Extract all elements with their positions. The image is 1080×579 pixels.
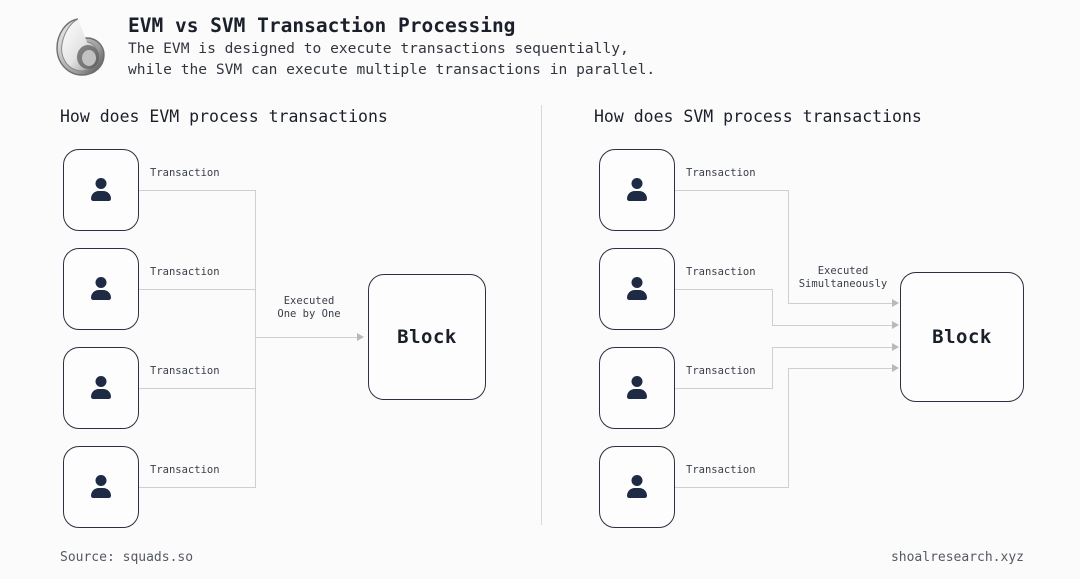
svm-connector-to-block-1	[788, 303, 894, 305]
svm-arrowhead-2	[892, 321, 899, 329]
svm-connector-to-block-2	[772, 325, 894, 327]
evm-edge-label: Executed One by One	[263, 295, 355, 321]
evm-connector-bus	[255, 190, 257, 488]
evm-transaction-label-2: Transaction	[150, 266, 220, 278]
svm-connector-v-4	[788, 368, 790, 488]
evm-user-card-2[interactable]	[63, 248, 139, 330]
page-title: EVM vs SVM Transaction Processing	[128, 14, 516, 37]
svm-connector-h-1	[675, 190, 789, 192]
subtitle-line-2: while the SVM can execute multiple trans…	[128, 61, 656, 78]
evm-column-heading: How does EVM process transactions	[60, 107, 388, 126]
svm-connector-h-4	[675, 487, 789, 489]
header: EVM vs SVM Transaction Processing The EV…	[48, 10, 1028, 90]
person-icon	[624, 474, 650, 500]
svm-transaction-label-1: Transaction	[686, 167, 756, 179]
svm-user-card-3[interactable]	[599, 347, 675, 429]
svm-arrowhead-1	[892, 299, 899, 307]
svm-connector-to-block-3	[772, 347, 894, 349]
person-icon	[88, 474, 114, 500]
person-icon	[624, 177, 650, 203]
svm-user-card-4[interactable]	[599, 446, 675, 528]
evm-transaction-label-4: Transaction	[150, 464, 220, 476]
evm-transaction-label-1: Transaction	[150, 167, 220, 179]
person-icon	[88, 375, 114, 401]
evm-block-box[interactable]: Block	[368, 274, 486, 400]
svm-edge-label-line-1: Executed	[817, 265, 869, 277]
evm-connector-h-4	[139, 487, 256, 489]
svm-transaction-label-4: Transaction	[686, 464, 756, 476]
evm-connector-h-2	[139, 289, 256, 291]
header-text: EVM vs SVM Transaction Processing The EV…	[128, 10, 655, 80]
svm-connector-to-block-4	[788, 368, 894, 370]
evm-user-card-1[interactable]	[63, 149, 139, 231]
svm-connector-h-2	[675, 289, 773, 291]
svm-user-card-1[interactable]	[599, 149, 675, 231]
person-icon	[624, 375, 650, 401]
svm-connector-v-2	[772, 289, 774, 325]
footer-site: shoalresearch.xyz	[890, 550, 1024, 565]
snail-shell-logo-icon	[48, 12, 110, 80]
svm-edge-label: Executed Simultaneously	[790, 265, 896, 291]
evm-user-card-4[interactable]	[63, 446, 139, 528]
evm-edge-label-line-1: Executed	[283, 295, 335, 307]
evm-edge-label-line-2: One by One	[277, 308, 341, 320]
svm-transaction-label-3: Transaction	[686, 365, 756, 377]
subtitle-line-1: The EVM is designed to execute transacti…	[128, 40, 629, 57]
svm-column-heading: How does SVM process transactions	[594, 107, 922, 126]
evm-user-card-3[interactable]	[63, 347, 139, 429]
svm-block-label: Block	[932, 326, 992, 348]
svm-block-box[interactable]: Block	[900, 272, 1024, 402]
person-icon	[88, 177, 114, 203]
person-icon	[624, 276, 650, 302]
evm-block-label: Block	[397, 326, 457, 348]
svm-arrowhead-4	[892, 364, 899, 372]
svm-connector-v-1	[788, 190, 790, 303]
svm-connector-h-3	[675, 388, 773, 390]
evm-connector-h-3	[139, 388, 256, 390]
evm-transaction-label-3: Transaction	[150, 365, 220, 377]
svm-transaction-label-2: Transaction	[686, 266, 756, 278]
evm-connector-to-block	[255, 337, 359, 339]
person-icon	[88, 276, 114, 302]
column-divider	[541, 105, 542, 525]
svm-connector-v-3	[772, 347, 774, 389]
svm-arrowhead-3	[892, 343, 899, 351]
evm-connector-h-1	[139, 190, 256, 192]
footer-source: Source: squads.so	[60, 550, 194, 565]
svm-edge-label-line-2: Simultaneously	[798, 278, 888, 290]
evm-arrowhead	[357, 333, 364, 341]
svm-user-card-2[interactable]	[599, 248, 675, 330]
